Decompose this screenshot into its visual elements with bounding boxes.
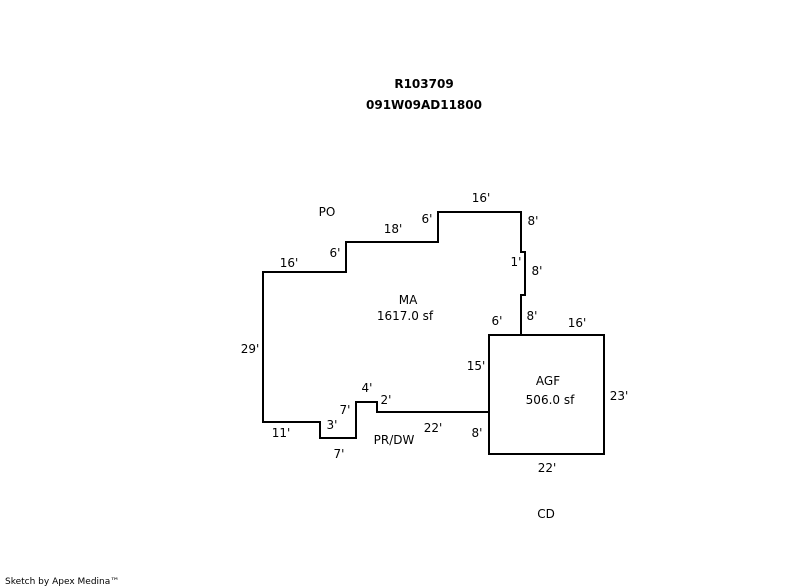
dim-label: 16' bbox=[472, 191, 491, 205]
dim-label: 8' bbox=[527, 309, 538, 323]
dim-label: 6' bbox=[422, 212, 433, 226]
dim-label: 3' bbox=[327, 418, 338, 432]
map-number: 091W09AD11800 bbox=[366, 98, 482, 112]
dim-label: 22' bbox=[538, 461, 557, 475]
dim-label: 18' bbox=[384, 222, 403, 236]
sketch-credit: Sketch by Apex Medina™ bbox=[5, 577, 119, 587]
dim-label: 7' bbox=[340, 403, 351, 417]
dim-label: 16' bbox=[280, 256, 299, 270]
dim-label: 16' bbox=[568, 316, 587, 330]
garage-area-size: 506.0 sf bbox=[526, 393, 575, 407]
parcel-id: R103709 bbox=[394, 77, 453, 91]
dim-label: 8' bbox=[528, 214, 539, 228]
dim-label: 8' bbox=[532, 264, 543, 278]
dim-label: 8' bbox=[472, 426, 483, 440]
dim-label: 11' bbox=[272, 426, 291, 440]
dim-label: 22' bbox=[424, 421, 443, 435]
dim-label: 6' bbox=[492, 314, 503, 328]
main-area-outline bbox=[262, 211, 526, 439]
dim-label: 2' bbox=[381, 393, 392, 407]
cd-label: CD bbox=[537, 507, 555, 521]
main-area-code: MA bbox=[399, 293, 418, 307]
porch-label: PR/DW bbox=[374, 433, 415, 447]
dim-label: 23' bbox=[610, 389, 629, 403]
dim-label: 15' bbox=[467, 359, 486, 373]
dim-label: 1' bbox=[511, 255, 522, 269]
dim-label: 7' bbox=[334, 447, 345, 461]
dim-label: 6' bbox=[330, 246, 341, 260]
main-area-size: 1617.0 sf bbox=[377, 309, 434, 323]
po-label: PO bbox=[319, 205, 336, 219]
dim-label: 4' bbox=[362, 381, 373, 395]
garage-area-code: AGF bbox=[536, 374, 560, 388]
garage-outline bbox=[488, 334, 605, 455]
dim-label: 29' bbox=[241, 342, 260, 356]
